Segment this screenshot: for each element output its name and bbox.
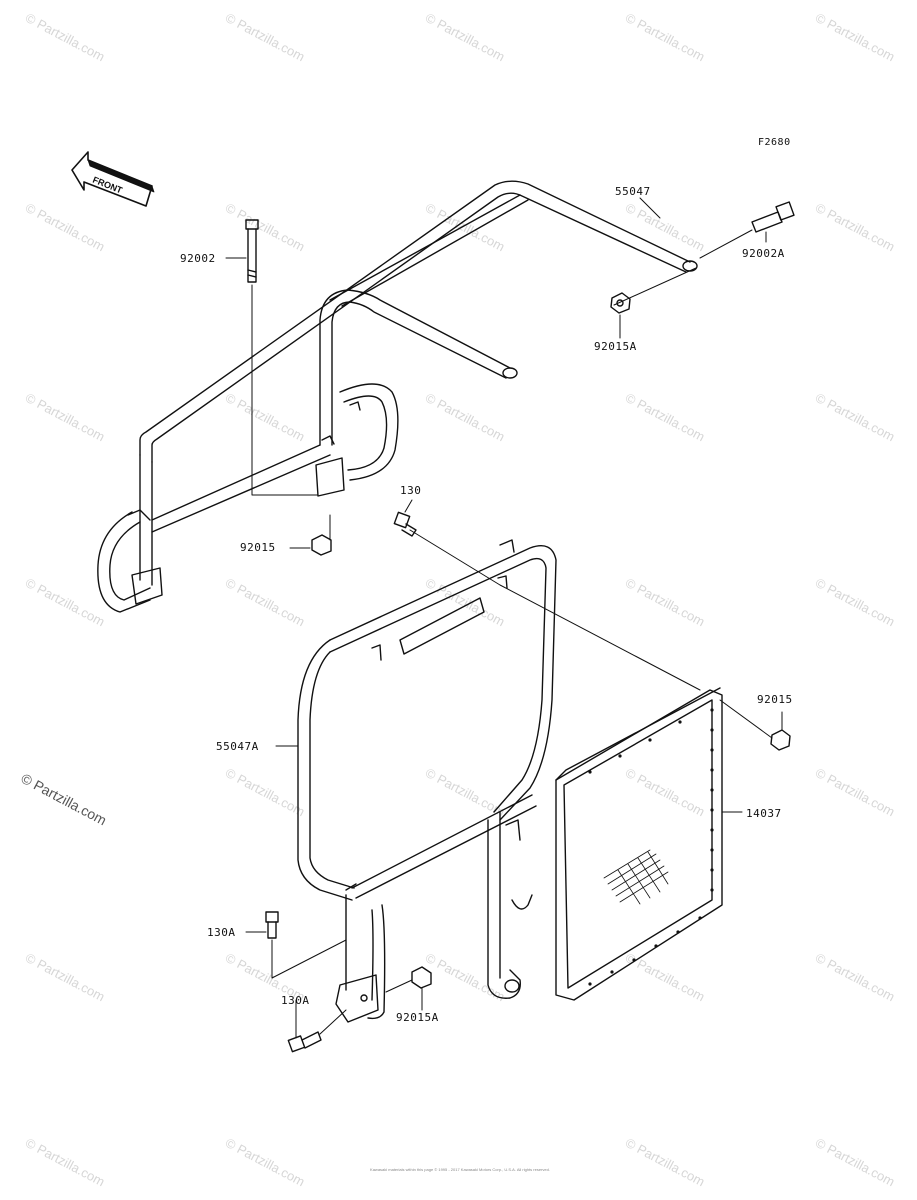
lower-frame-55047A <box>297 539 557 1023</box>
rivet-dots <box>588 708 714 986</box>
copyright-footer: Kawasaki materials within this page © 19… <box>370 1167 550 1172</box>
front-arrow-icon: FRONT <box>71 151 155 207</box>
bolt-130-icon <box>393 511 417 537</box>
bolt-92002-icon <box>245 219 259 283</box>
part-label-92015-right[interactable]: 92015 <box>757 693 793 706</box>
part-label-92002[interactable]: 92002 <box>180 252 216 265</box>
part-label-92002A[interactable]: 92002A <box>742 247 785 260</box>
figure-code: F2680 <box>758 137 791 148</box>
nut-92015A-bottom-icon <box>411 966 432 989</box>
part-label-130[interactable]: 130 <box>400 484 422 497</box>
part-label-92015A-top[interactable]: 92015A <box>594 340 637 353</box>
nut-92015A-icon <box>610 292 631 314</box>
bolt-130A-upper-icon <box>265 911 279 939</box>
part-label-55047A[interactable]: 55047A <box>216 740 259 753</box>
part-label-14037[interactable]: 14037 <box>746 807 782 820</box>
nut-92015-right-icon <box>770 729 791 751</box>
part-label-130A-upper[interactable]: 130A <box>207 926 236 939</box>
radiator-screen-14037 <box>555 687 723 1001</box>
mesh-pattern <box>603 849 669 905</box>
part-label-92015-left[interactable]: 92015 <box>240 541 276 554</box>
part-label-92015A-bottom[interactable]: 92015A <box>396 1011 439 1024</box>
part-label-55047[interactable]: 55047 <box>615 185 651 198</box>
nut-92015-left-icon <box>311 534 332 556</box>
bolt-92002A-icon <box>751 201 795 233</box>
leader-lines <box>225 197 783 1039</box>
part-label-130A-lower[interactable]: 130A <box>281 994 310 1007</box>
upper-frame-55047 <box>97 180 698 613</box>
bolt-130A-lower-icon <box>287 1031 322 1053</box>
